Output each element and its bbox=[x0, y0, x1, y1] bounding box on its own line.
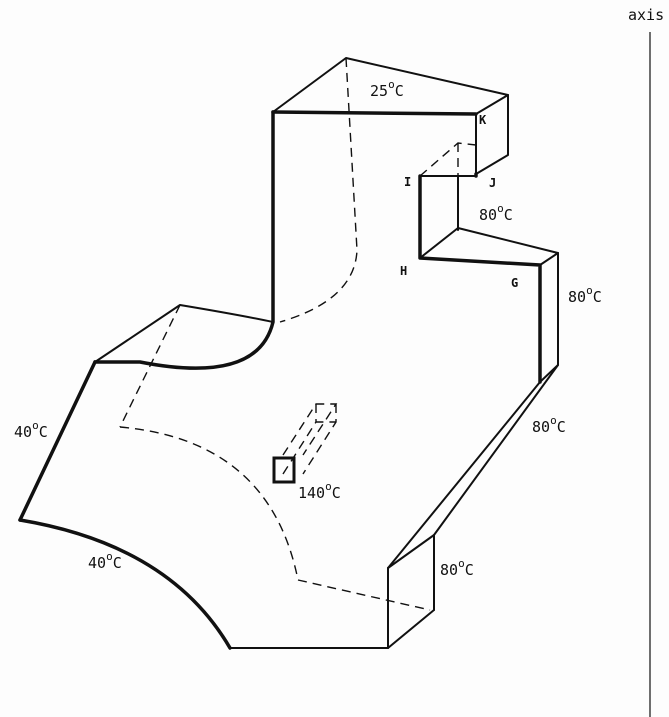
temp-left-side: 40oC bbox=[14, 419, 48, 441]
temp-bottom-curve: 40oC bbox=[88, 550, 122, 572]
temp-top: 25oC bbox=[370, 78, 404, 100]
temp-right-wall: 80oC bbox=[568, 284, 602, 306]
temp-right-slant: 80oC bbox=[532, 414, 566, 436]
point-i: I bbox=[404, 175, 411, 189]
temp-heater: 140oC bbox=[298, 480, 341, 502]
point-h: H bbox=[400, 264, 407, 278]
hidden-edges bbox=[119, 57, 477, 611]
axis-label: axis bbox=[628, 6, 664, 24]
point-j: J bbox=[489, 176, 496, 190]
point-g: G bbox=[511, 276, 518, 290]
outline-edges bbox=[18, 110, 542, 650]
visible-edges bbox=[94, 57, 559, 649]
heater-block bbox=[272, 456, 296, 484]
temp-front-right: 80oC bbox=[440, 557, 474, 579]
point-k: K bbox=[479, 113, 487, 127]
temp-ij-wall: 80oC bbox=[479, 202, 513, 224]
